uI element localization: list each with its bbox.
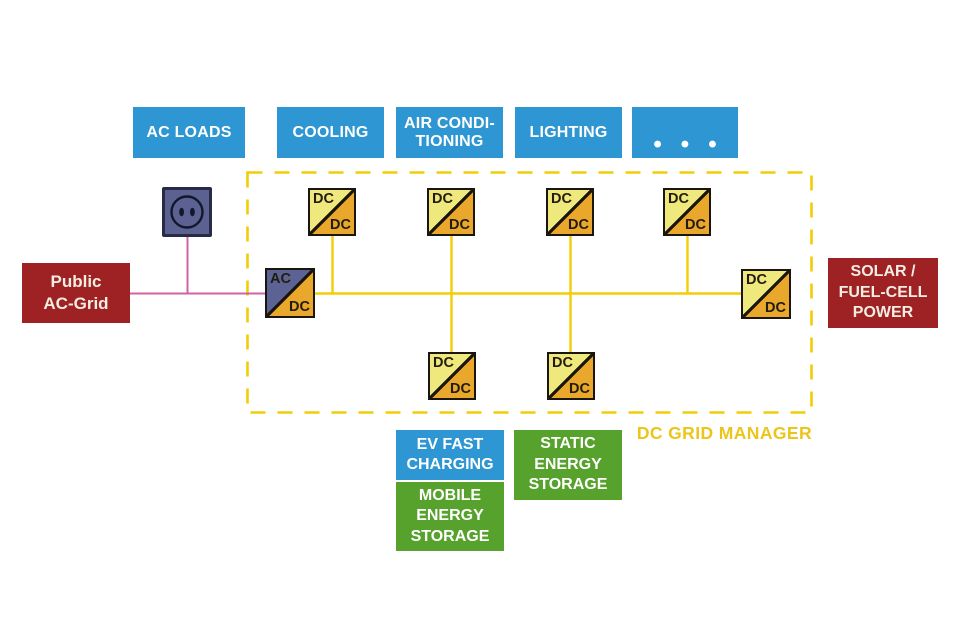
dc-grid-manager-label: DC GRID MANAGER [636,423,812,443]
converter-top-label: DC [746,272,767,288]
converter-top-label: DC [668,191,689,207]
converter-bottom-label: DC [289,298,310,315]
load-box-lighting: LIGHTING [515,107,622,158]
converter-bottom-label: DC [568,216,589,233]
converter-dc-dc-lighting: DC DC [546,188,594,236]
outlet-face [170,195,204,229]
converter-top-label: DC [551,191,572,207]
converter-bottom-label: DC [330,216,351,233]
source-box-solar-fuel-cell: SOLAR / FUEL-CELL POWER [828,258,938,328]
converter-dc-dc-static-storage: DC DC [547,352,595,400]
converter-top-label: DC [552,355,573,371]
power-outlet-icon [162,187,212,237]
node-box-static-energy-storage: STATIC ENERGY STORAGE [514,430,622,500]
node-box-mobile-energy-storage: MOBILE ENERGY STORAGE [396,482,504,551]
converter-ac-dc: AC DC [265,268,315,318]
load-box-cooling: COOLING [277,107,384,158]
load-box-more-ellipsis: ••• [632,107,738,158]
converter-dc-dc-cooling: DC DC [308,188,356,236]
converter-top-label: DC [313,191,334,207]
converter-bottom-label: DC [450,380,471,397]
converter-top-label: DC [432,191,453,207]
converter-bottom-label: DC [449,216,470,233]
converter-dc-dc-more: DC DC [663,188,711,236]
converter-dc-dc-ev-charging: DC DC [428,352,476,400]
converter-top-label: DC [433,355,454,371]
converter-bottom-label: DC [685,216,706,233]
converter-dc-dc-air-conditioning: DC DC [427,188,475,236]
source-box-public-ac-grid: Public AC-Grid [22,263,130,323]
node-box-ev-fast-charging: EV FAST CHARGING [396,430,504,480]
converter-dc-dc-solar: DC DC [741,269,791,319]
load-box-ac-loads: AC LOADS [133,107,245,158]
converter-bottom-label: DC [765,299,786,316]
load-box-air-conditioning: AIR CONDI- TIONING [396,107,503,158]
converter-bottom-label: DC [569,380,590,397]
converter-top-label: AC [270,271,291,287]
